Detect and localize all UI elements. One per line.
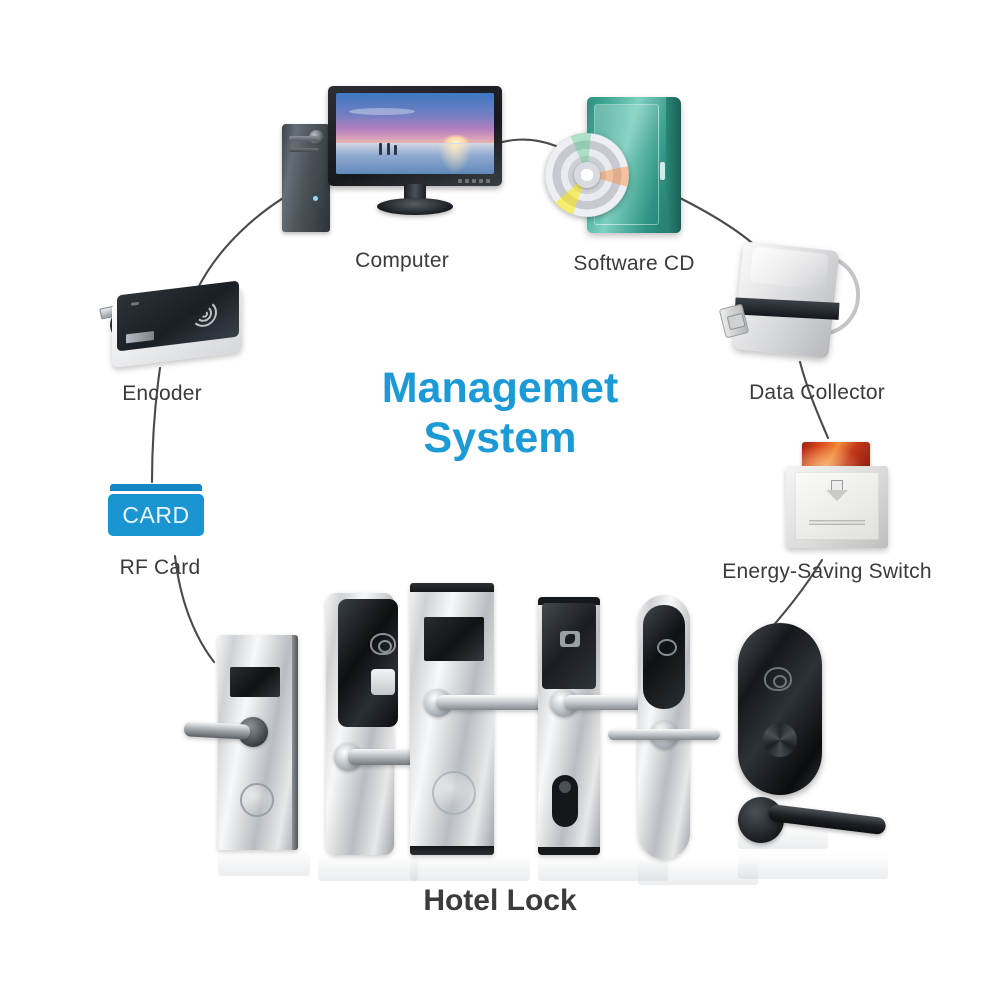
lock-top-cap — [538, 597, 600, 605]
rfid-wave-icon — [191, 299, 219, 330]
lock-lever-handle — [183, 721, 251, 740]
monitor-stand-base — [377, 198, 453, 215]
card-reader-panel — [424, 617, 484, 661]
cd-case-clip — [660, 162, 665, 181]
monitor-icon — [328, 86, 502, 215]
lock-thumb-knob — [763, 723, 797, 757]
encoder-brand-logo — [126, 330, 154, 344]
drive-bay-secondary — [289, 148, 319, 152]
switch-inner-panel — [795, 472, 879, 540]
lock-reflection — [410, 855, 530, 881]
encoder-icon — [99, 276, 250, 368]
status-led-icon — [313, 196, 318, 201]
screen-figure — [394, 144, 398, 155]
lock-lever-handle — [608, 729, 720, 740]
rfid-ring-icon — [240, 783, 274, 817]
lock-reflection — [218, 850, 310, 876]
door-lever-handle-icon — [738, 787, 888, 879]
lock-bottom-cap — [410, 846, 494, 855]
lock-top-cap — [410, 583, 494, 592]
monitor-osd-buttons — [458, 179, 490, 183]
label-software-cd: Software CD — [573, 252, 695, 275]
rfid-logo-icon — [370, 633, 396, 655]
computer-icon — [280, 86, 502, 236]
lock-escutcheon-plate — [326, 593, 398, 855]
monitor-screen — [336, 93, 494, 174]
rfid-logo-icon — [764, 667, 792, 691]
hotel-lock-item — [318, 593, 420, 881]
card-reader-panel — [542, 603, 596, 689]
label-computer: Computer — [355, 249, 449, 272]
software-cd-icon — [545, 97, 705, 239]
cd-case-spine — [666, 97, 681, 233]
data-collector-black-band — [734, 297, 840, 320]
label-encoder: Encoder — [122, 382, 202, 405]
hotel-lock-item — [738, 623, 828, 849]
label-data-collector: Data Collector — [749, 381, 885, 404]
card-swipe-area — [371, 669, 395, 695]
lock-escutcheon-plate — [410, 583, 494, 855]
hotel-lock-item — [410, 583, 546, 881]
lock-escutcheon-plate — [538, 597, 600, 855]
hotel-lock-item — [538, 597, 668, 881]
label-energy-saving-switch: Energy-Saving Switch — [722, 560, 932, 583]
lock-reflection — [738, 853, 888, 879]
rf-card-text: CARD — [122, 501, 190, 528]
lock-escutcheon-plate — [218, 635, 298, 850]
monitor-bezel — [328, 86, 502, 186]
lock-lever-handle — [348, 749, 420, 765]
data-collector-body — [732, 241, 840, 359]
label-hotel-lock: Hotel Lock — [423, 884, 577, 917]
card-reader-panel — [643, 605, 685, 709]
lock-reflection — [318, 855, 418, 881]
rf-card-icon: CARD — [108, 484, 204, 536]
optical-drive-bay — [289, 136, 319, 141]
screen-sun-glow — [437, 144, 472, 174]
label-rf-card: RF Card — [119, 556, 201, 579]
screen-figure — [386, 142, 390, 155]
monitor-stand-neck — [404, 184, 426, 202]
compact-disc-icon — [545, 133, 629, 217]
lock-lever-handle — [436, 695, 546, 710]
rfid-logo-icon — [560, 631, 580, 647]
screen-cloud — [348, 107, 415, 115]
card-reader-panel — [338, 599, 398, 727]
hotel-lock-item — [183, 635, 310, 876]
hotel-lock-group — [183, 575, 890, 885]
rfid-ring-icon — [432, 771, 476, 815]
lock-bottom-cap — [538, 847, 600, 855]
page-title-line1: Managemet — [381, 364, 619, 412]
lock-escutcheon-plate — [738, 623, 822, 795]
rf-card-face: CARD — [108, 494, 204, 536]
data-collector-icon — [718, 240, 862, 362]
screen-figure — [378, 142, 382, 155]
switch-microtext — [809, 520, 865, 527]
rf-card-top-strip — [110, 484, 202, 491]
card-reader-panel — [230, 667, 280, 697]
energy-saving-switch-icon — [786, 442, 888, 548]
page-title: Managemet System — [382, 363, 619, 463]
data-collector-top-highlight — [749, 246, 830, 291]
switch-faceplate — [786, 466, 888, 548]
key-override-slot — [552, 775, 578, 827]
hotel-lock-item — [608, 595, 758, 885]
desktop-tower-icon — [282, 124, 330, 232]
rfid-logo-icon — [657, 639, 677, 656]
encoder-led-slit — [131, 301, 139, 306]
handle-lever — [767, 803, 887, 836]
page-title-line2: System — [423, 414, 577, 462]
disc-hub — [574, 162, 600, 188]
